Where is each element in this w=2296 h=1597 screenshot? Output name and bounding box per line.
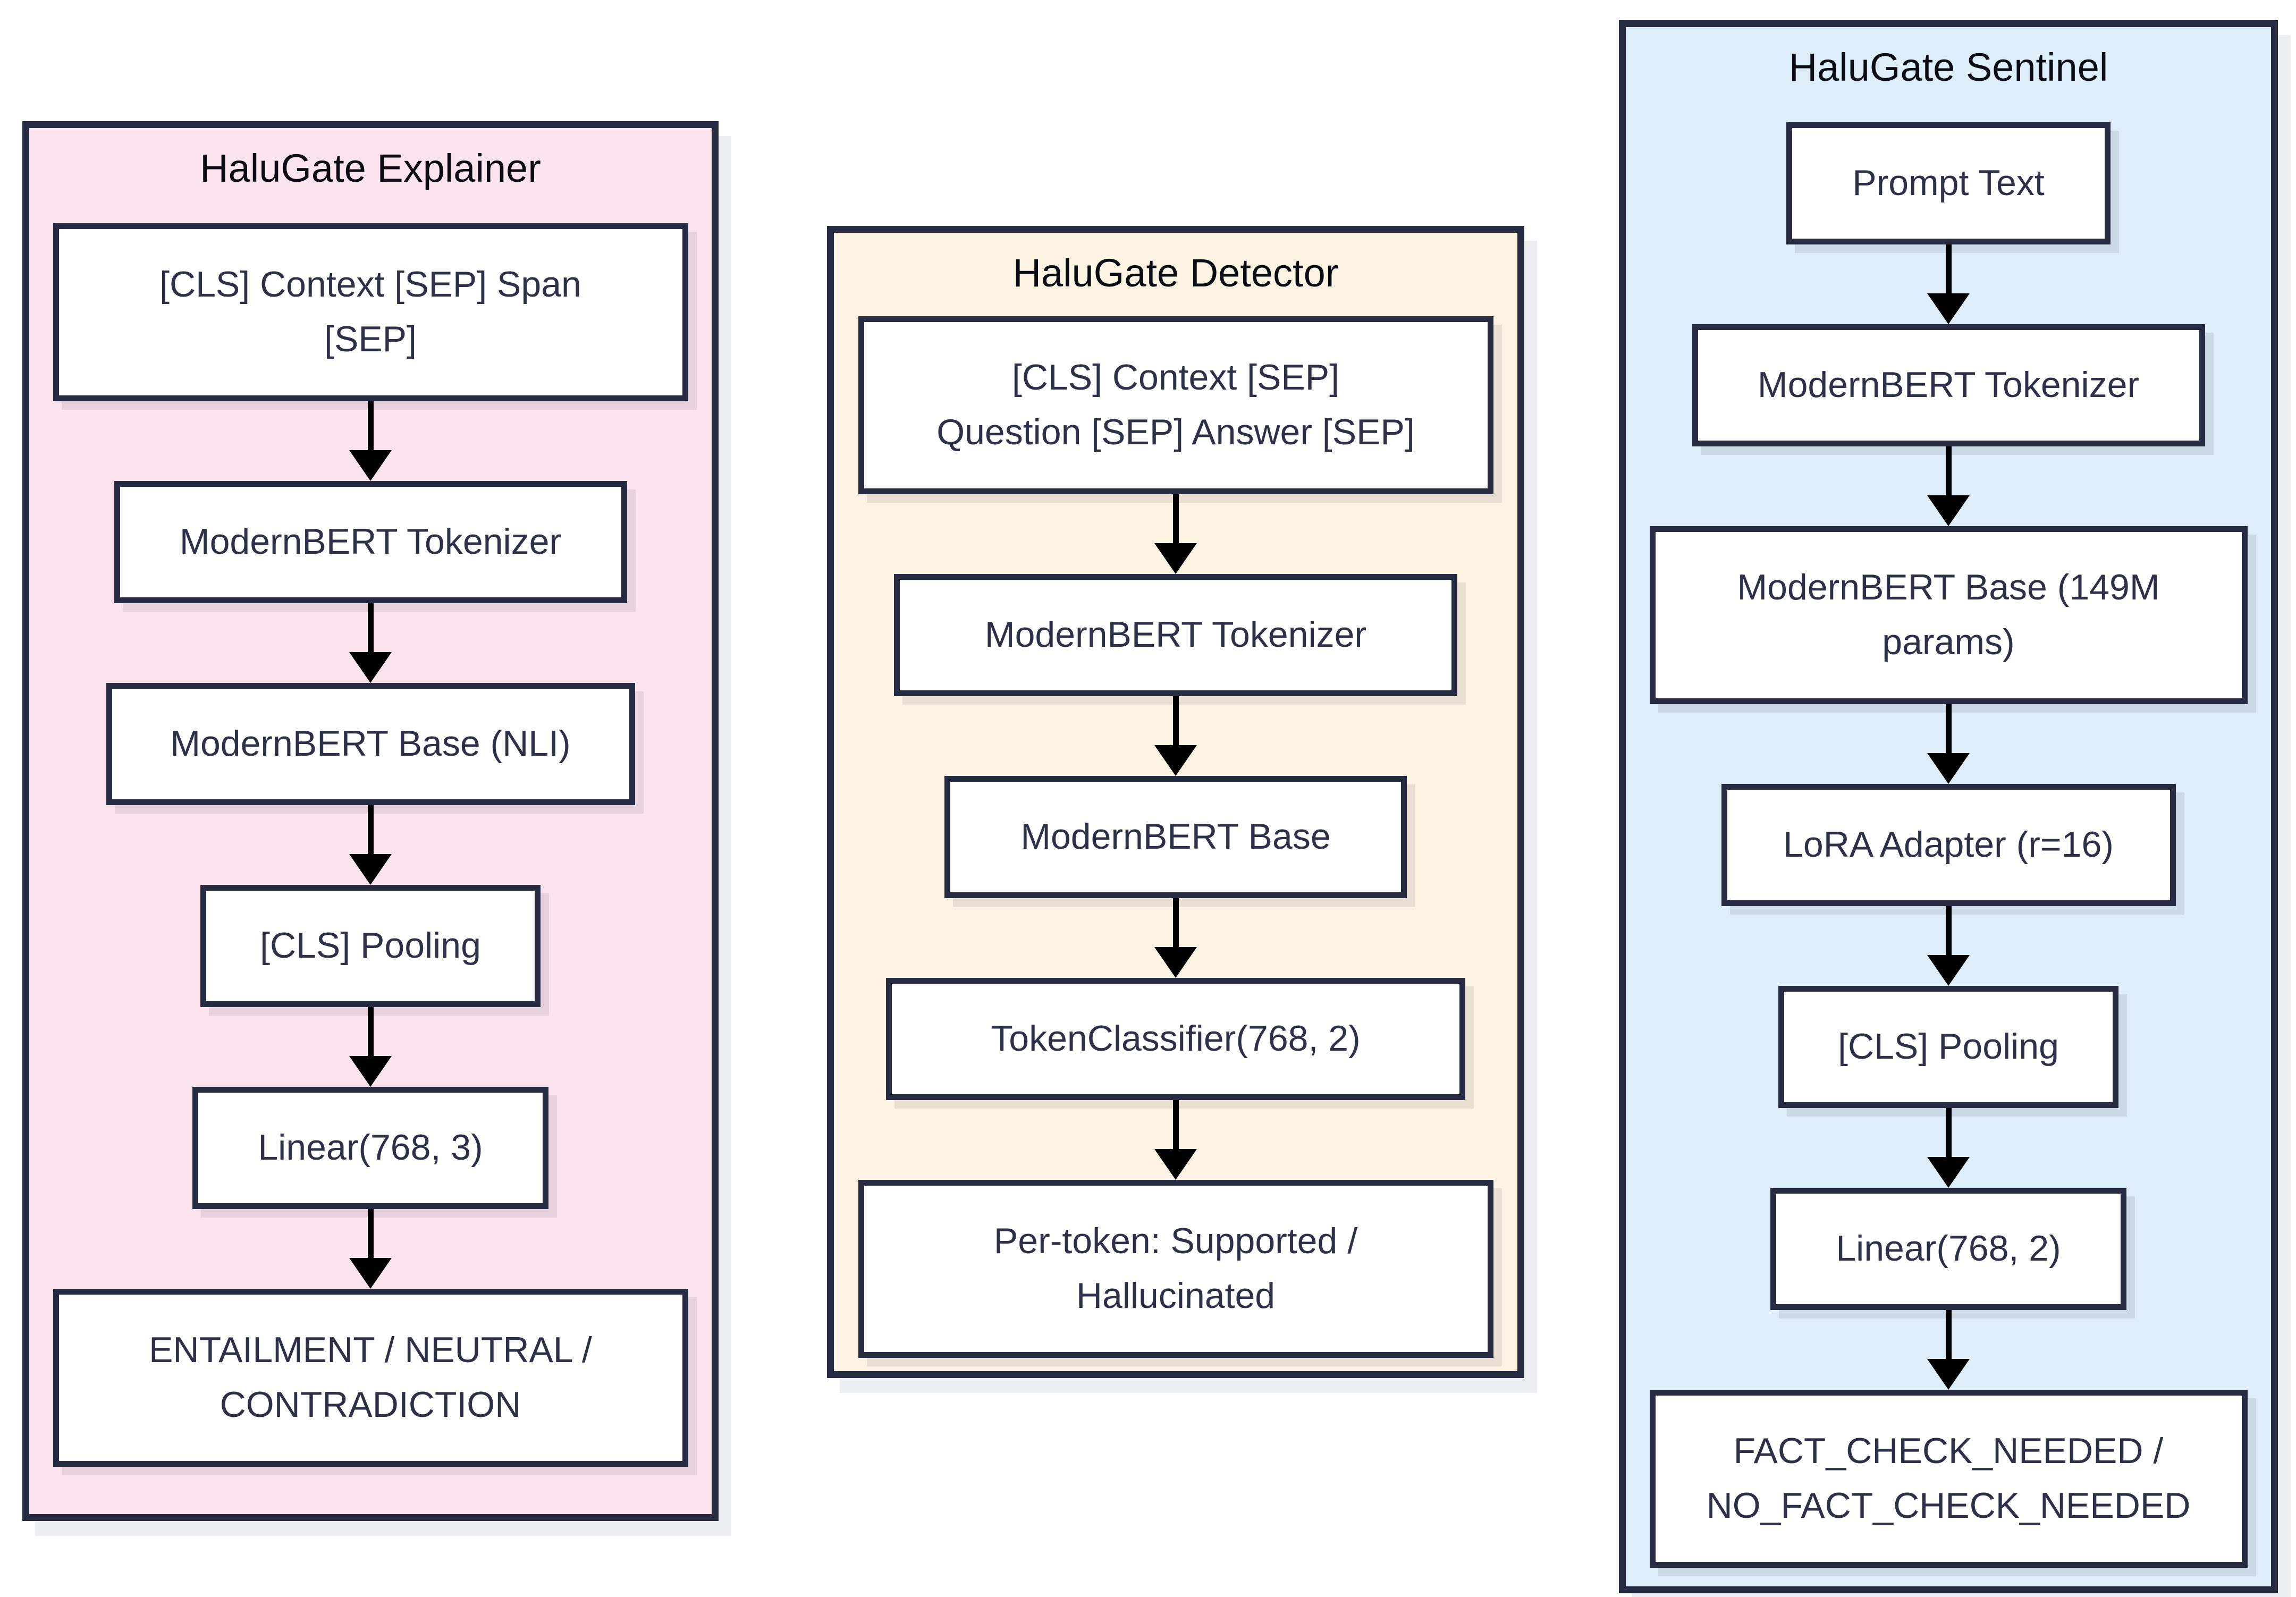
node-cls-pooling: [CLS] Pooling: [1778, 985, 2118, 1108]
arrow-down-icon: [1927, 704, 1970, 784]
arrow-shaft: [367, 805, 374, 854]
node-modernbert-tokenizer: ModernBERT Tokenizer: [1692, 324, 2205, 446]
arrow-down-icon: [1927, 1309, 1970, 1390]
arrow-shaft: [1172, 898, 1179, 947]
arrow-head: [1154, 543, 1197, 574]
arrow-shaft: [367, 603, 374, 652]
node-output-fact-check-needed: FACT_CHECK_NEEDED / NO_FACT_CHECK_NEEDED: [1649, 1389, 2248, 1568]
arrow-down-icon: [349, 603, 392, 683]
node-output-entailment-neutral-contradiction: ENTAILMENT / NEUTRAL / CONTRADICTION: [53, 1288, 688, 1467]
arrow-shaft: [1945, 906, 1952, 955]
arrow-head: [1927, 293, 1970, 324]
arrow-shaft: [367, 1007, 374, 1056]
arrow-head: [1927, 1156, 1970, 1188]
arrow-down-icon: [1927, 446, 1970, 526]
arrow-shaft: [1945, 704, 1952, 753]
node-modernbert-tokenizer: ModernBERT Tokenizer: [894, 573, 1457, 696]
arrow-down-icon: [1927, 244, 1970, 324]
node-tokenclassifier-768-2: TokenClassifier(768, 2): [886, 977, 1465, 1100]
arrow-shaft: [1945, 244, 1952, 293]
arrow-down-icon: [1154, 1100, 1197, 1180]
arrow-head: [1927, 753, 1970, 784]
arrow-down-icon: [349, 805, 392, 885]
node-prompt-text: Prompt Text: [1786, 122, 2111, 244]
node-linear-768-2: Linear(768, 2): [1770, 1187, 2126, 1310]
node-cls-pooling: [CLS] Pooling: [200, 884, 541, 1007]
panel-halugate-sentinel: HaluGate Sentinel Prompt Text ModernBERT…: [1619, 20, 2278, 1593]
arrow-down-icon: [349, 1209, 392, 1289]
arrow-head: [1927, 954, 1970, 986]
arrow-head: [1154, 745, 1197, 776]
node-modernbert-base-149m-params: ModernBERT Base (149M params): [1649, 526, 2248, 704]
node-input-cls-context-question-answer: [CLS] Context [SEP] Question [SEP] Answe…: [858, 316, 1493, 494]
node-modernbert-base-nli: ModernBERT Base (NLI): [106, 682, 635, 805]
node-input-cls-context-sep-span: [CLS] Context [SEP] Span [SEP]: [53, 223, 688, 401]
arrow-head: [1927, 495, 1970, 526]
panel-title-sentinel: HaluGate Sentinel: [1788, 45, 2108, 89]
arrow-down-icon: [1154, 696, 1197, 776]
arrow-head: [349, 450, 392, 481]
arrow-head: [349, 1055, 392, 1087]
node-modernbert-base: ModernBERT Base: [944, 775, 1407, 898]
arrow-down-icon: [349, 1007, 392, 1087]
arrow-down-icon: [1154, 494, 1197, 574]
arrow-shaft: [367, 401, 374, 450]
panel-halugate-detector: HaluGate Detector [CLS] Context [SEP] Qu…: [827, 226, 1524, 1378]
node-lora-adapter-r16: LoRA Adapter (r=16): [1721, 783, 2176, 906]
arrow-down-icon: [1154, 898, 1197, 978]
arrow-down-icon: [349, 401, 392, 481]
arrow-head: [349, 652, 392, 683]
arrow-shaft: [1172, 494, 1179, 543]
panel-title-detector: HaluGate Detector: [1012, 251, 1339, 295]
arrow-head: [349, 854, 392, 885]
node-linear-768-3: Linear(768, 3): [192, 1086, 548, 1209]
arrow-shaft: [1945, 1309, 1952, 1359]
panel-halugate-explainer: HaluGate Explainer [CLS] Context [SEP] S…: [22, 121, 719, 1521]
arrow-down-icon: [1927, 906, 1970, 986]
arrow-head: [1927, 1358, 1970, 1390]
node-modernbert-tokenizer: ModernBERT Tokenizer: [114, 480, 627, 603]
arrow-shaft: [367, 1209, 374, 1258]
arrow-shaft: [1945, 1108, 1952, 1157]
arrow-down-icon: [1927, 1108, 1970, 1188]
arrow-head: [1154, 947, 1197, 978]
arrow-shaft: [1172, 1100, 1179, 1149]
arrow-shaft: [1172, 696, 1179, 745]
panel-title-explainer: HaluGate Explainer: [200, 146, 541, 190]
arrow-head: [1154, 1148, 1197, 1180]
arrow-shaft: [1945, 446, 1952, 495]
node-output-per-token-supported-hallucinated: Per-token: Supported / Hallucinated: [858, 1179, 1493, 1358]
arrow-head: [349, 1257, 392, 1289]
